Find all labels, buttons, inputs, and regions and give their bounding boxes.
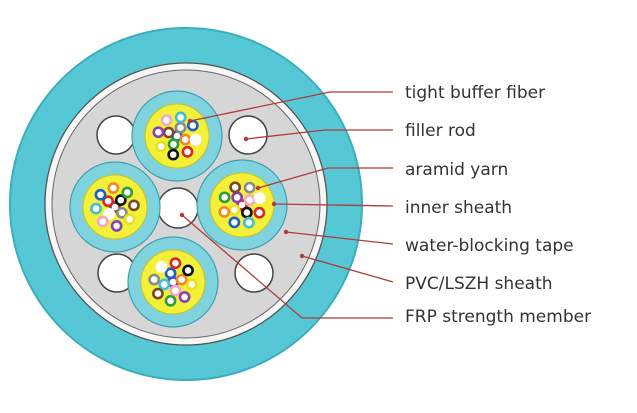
tight-buffer-fiber — [218, 205, 231, 218]
tight-buffer-fiber — [178, 291, 191, 303]
label-inner-sheath: inner sheath — [405, 198, 512, 218]
tight-buffer-fiber — [94, 188, 107, 201]
label-pvc-lszh-sheath: PVC/LSZH sheath — [405, 274, 553, 294]
tight-buffer-fiber — [155, 261, 168, 273]
tight-buffer-fiber — [169, 284, 182, 297]
label-frp-strength-member: FRP strength member — [405, 307, 591, 327]
label-filler-rod: filler rod — [405, 121, 476, 141]
tight-buffer-fiber — [240, 206, 253, 219]
tight-buffer-fiber — [243, 194, 256, 207]
leader-line-1 — [189, 91, 393, 122]
tight-buffer-fiber — [148, 273, 161, 286]
leader-dot-3 — [255, 185, 261, 191]
tight-buffer-fiber — [167, 148, 180, 161]
tight-buffer-fiber — [174, 121, 187, 134]
leader-dot-7 — [179, 212, 185, 218]
leader-line-7 — [181, 214, 393, 319]
leader-line-3 — [257, 167, 393, 189]
leader-dot-5 — [283, 229, 289, 235]
tight-buffer-fiber — [229, 181, 242, 194]
tight-buffer-fiber — [243, 181, 256, 194]
tight-buffer-fiber — [175, 273, 188, 286]
label-aramid-yarn: aramid yarn — [405, 160, 508, 180]
tight-buffer-fiber — [102, 195, 115, 208]
tight-buffer-fiber — [128, 199, 140, 212]
tight-buffer-fiber — [181, 145, 194, 158]
leader-dot-6 — [299, 253, 305, 259]
tight-buffer-fiber — [155, 140, 168, 153]
tight-buffer-fiber — [152, 126, 165, 139]
tight-buffer-fiber — [158, 278, 171, 291]
cable-cross-section — [9, 27, 363, 381]
tight-buffer-fiber — [253, 206, 266, 219]
fiber-unit-1 — [131, 90, 223, 182]
filler-rod-1 — [96, 115, 136, 155]
tight-buffer-fiber — [162, 126, 175, 139]
leader-dot-1 — [187, 118, 193, 124]
tight-buffer-fiber — [218, 191, 231, 204]
tight-buffer-fiber — [231, 191, 244, 204]
tight-buffer-fiber — [110, 220, 123, 232]
tight-buffer-fiber — [174, 111, 187, 124]
tight-buffer-fiber — [242, 216, 255, 229]
filler-rod-4 — [234, 253, 274, 293]
fiber-unit-2 — [69, 161, 161, 253]
tight-buffer-fiber — [164, 294, 177, 307]
tight-buffer-fiber — [253, 192, 266, 205]
tight-buffer-fiber — [115, 206, 128, 219]
tight-buffer-fiber — [179, 133, 192, 146]
tight-buffer-fiber — [182, 264, 194, 277]
tight-buffer-fiber — [123, 213, 136, 226]
tight-buffer-fiber — [152, 287, 164, 300]
label-water-blocking-tape: water-blocking tape — [405, 236, 574, 256]
tight-buffer-fiber — [164, 267, 177, 280]
callout-labels: tight buffer fiber filler rod aramid yar… — [405, 83, 591, 327]
leader-line-4 — [273, 203, 394, 207]
tight-buffer-fiber — [107, 182, 120, 194]
leader-line-5 — [285, 231, 394, 245]
filler-rod-2 — [228, 115, 268, 155]
fiber-unit-4 — [127, 236, 219, 328]
frp-strength-member — [157, 187, 199, 229]
tight-buffer-fiber — [228, 216, 241, 229]
tight-buffer-fiber — [121, 186, 134, 199]
tight-buffer-fiber — [90, 202, 102, 215]
tight-buffer-fiber — [228, 203, 241, 216]
tight-buffer-fiber — [167, 138, 180, 151]
label-tight-buffer-fiber: tight buffer fiber — [405, 83, 545, 103]
leader-dot-4 — [271, 201, 277, 207]
leader-line-6 — [301, 255, 394, 283]
tight-buffer-fiber — [160, 114, 173, 127]
tight-buffer-fiber — [114, 194, 127, 207]
leader-dot-2 — [243, 136, 249, 142]
tight-buffer-fiber — [169, 257, 182, 270]
tight-buffer-fiber — [189, 133, 202, 146]
tight-buffer-fiber — [185, 278, 198, 291]
tight-buffer-fiber — [103, 207, 116, 220]
tight-buffer-fiber — [96, 215, 109, 228]
leader-line-2 — [245, 129, 393, 140]
leader-lines — [179, 91, 394, 319]
